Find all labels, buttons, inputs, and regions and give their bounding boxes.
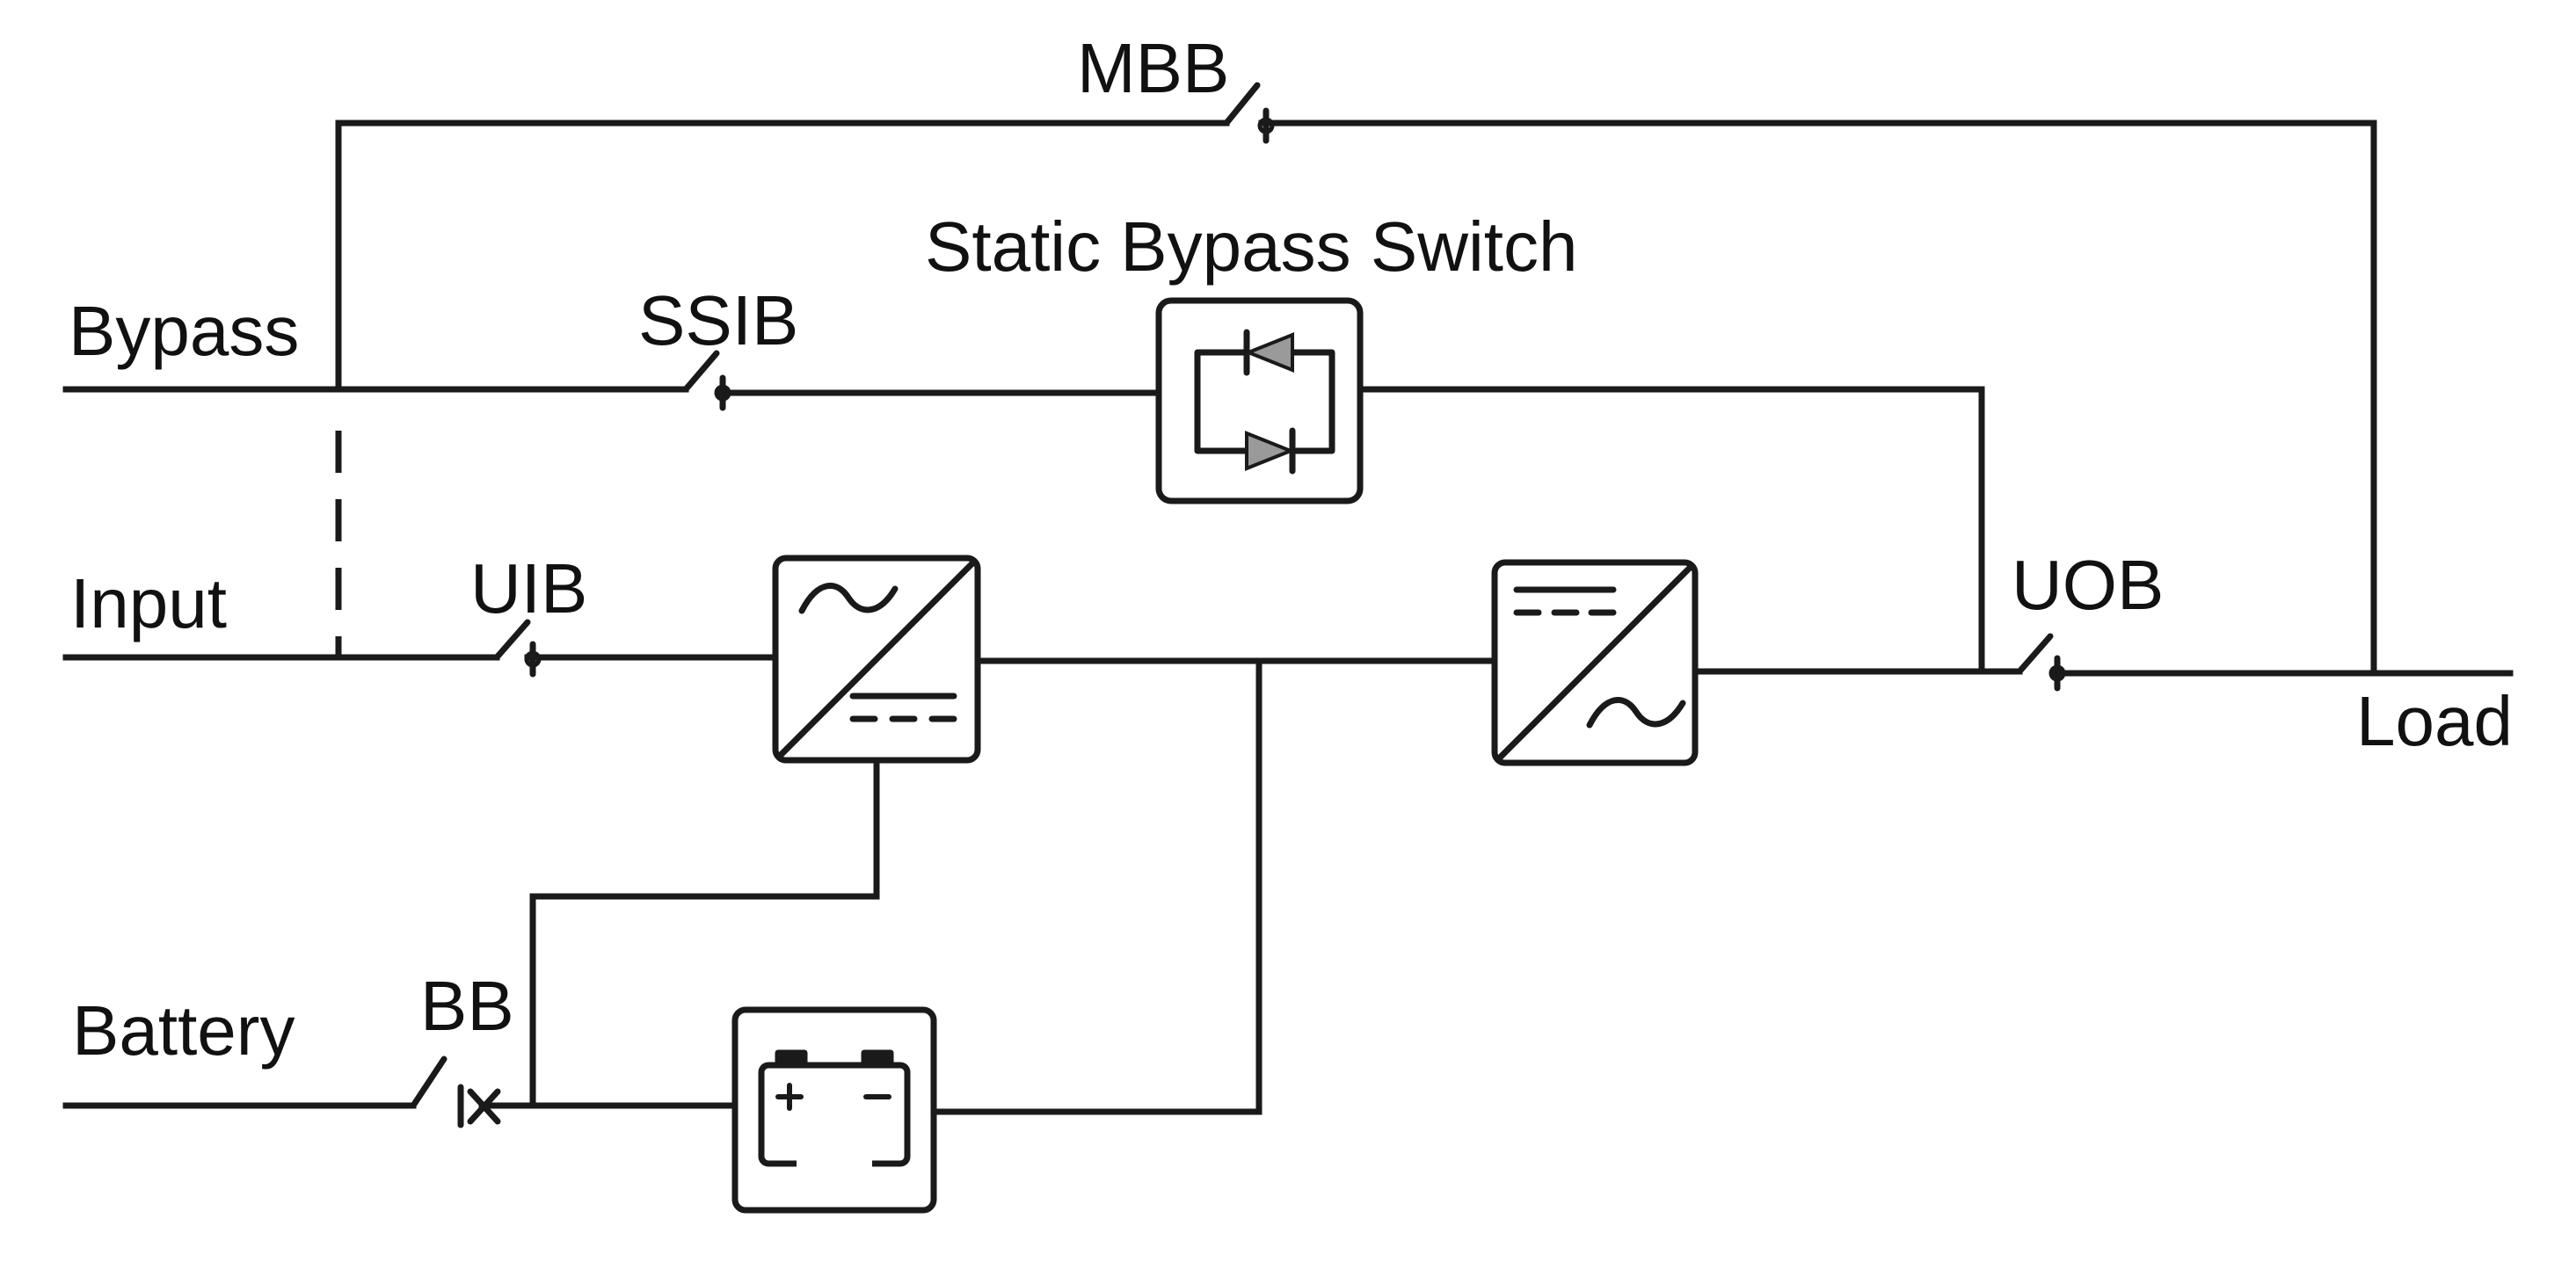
ssib-breaker xyxy=(682,350,731,411)
wiring xyxy=(62,120,2514,1115)
label-ssib: SSIB xyxy=(638,281,798,359)
bb-breaker xyxy=(410,1055,501,1128)
label-static-bypass-switch: Static Bypass Switch xyxy=(925,207,1578,286)
label-battery: Battery xyxy=(72,991,295,1070)
static-switch-output-wire xyxy=(1357,386,1985,673)
dc-bus-battery-drop xyxy=(930,657,1263,1115)
mbb-breaker xyxy=(1223,82,1275,144)
battery-icon xyxy=(758,1049,911,1171)
rectifier-box xyxy=(772,555,981,764)
uob-breaker xyxy=(2016,633,2066,692)
ac-wave-icon xyxy=(1586,697,1686,729)
uib-breaker xyxy=(493,619,542,678)
rectifier-battery-branch xyxy=(529,763,880,1109)
label-bypass: Bypass xyxy=(69,292,299,370)
thyristor-lower-icon xyxy=(1245,431,1296,471)
static-bypass-switch-box xyxy=(1155,297,1364,504)
battery-box xyxy=(731,1006,937,1214)
maintenance-bypass-wire xyxy=(335,120,1230,393)
label-bb: BB xyxy=(420,967,514,1045)
label-input: Input xyxy=(70,564,227,642)
labels: Bypass Input Battery Load MBB SSIB UIB U… xyxy=(69,29,2513,1070)
maintenance-bypass-return-wire xyxy=(1258,120,2377,673)
label-uib: UIB xyxy=(470,549,587,627)
ac-wave-icon xyxy=(798,583,899,614)
label-uob: UOB xyxy=(2012,546,2164,624)
inverter-box xyxy=(1491,559,1699,766)
thyristor-upper-icon xyxy=(1243,332,1294,373)
label-load: Load xyxy=(2356,682,2513,760)
label-mbb: MBB xyxy=(1077,29,1229,107)
